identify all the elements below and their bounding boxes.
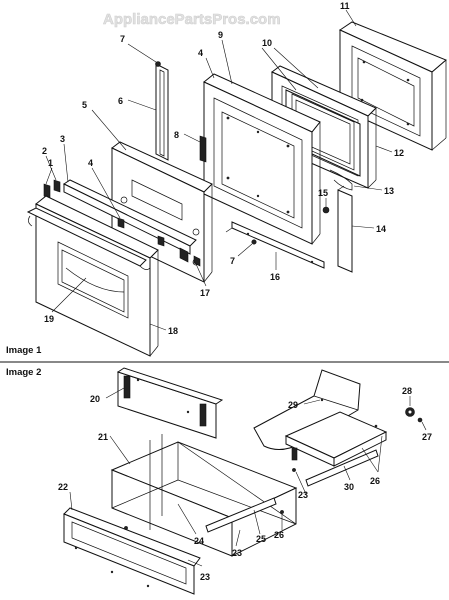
callout-17: 17 xyxy=(200,288,210,298)
part-9-door-liner xyxy=(203,73,321,245)
callout-25: 25 xyxy=(256,534,266,544)
callout-26-upper: 26 xyxy=(370,476,380,486)
part-1-end-cap xyxy=(43,183,51,199)
part-22-drawer-front xyxy=(63,507,201,595)
part-16-bottom-trim xyxy=(225,221,325,269)
part-7-screw-bottom xyxy=(251,239,257,245)
callout-23-bottom: 23 xyxy=(200,572,210,582)
callout-23-right: 23 xyxy=(298,490,308,500)
callout-1: 1 xyxy=(48,158,53,168)
callout-30: 30 xyxy=(344,482,354,492)
callout-15: 15 xyxy=(318,188,328,198)
callout-26-lower: 26 xyxy=(274,530,284,540)
callout-19: 19 xyxy=(44,314,54,324)
callout-24: 24 xyxy=(194,536,204,546)
callout-6: 6 xyxy=(118,96,123,106)
callout-28: 28 xyxy=(402,386,412,396)
part-23-screw-left xyxy=(124,526,128,530)
part-11-door-frame xyxy=(338,21,447,151)
part-29-drawer-side xyxy=(253,369,361,450)
part-13-hanger xyxy=(329,169,353,191)
callout-3: 3 xyxy=(60,134,65,144)
part-2-bracket xyxy=(53,179,61,193)
callout-9: 9 xyxy=(218,30,223,40)
callout-14: 14 xyxy=(376,224,386,234)
part-30-drawer-slide xyxy=(305,449,379,487)
part-17-handle-mount xyxy=(179,247,201,267)
callout-4-lower: 4 xyxy=(88,158,93,168)
leader-lines-image-2 xyxy=(69,387,427,567)
callout-5: 5 xyxy=(82,100,87,110)
callout-7-lower: 7 xyxy=(230,256,235,266)
part-7-screw-top xyxy=(155,61,161,67)
part-23-screw-right xyxy=(292,468,296,472)
callout-8: 8 xyxy=(174,130,179,140)
part-24-drawer-body xyxy=(110,434,298,557)
part-18-outer-door-panel xyxy=(35,195,159,357)
callout-12: 12 xyxy=(394,148,404,158)
part-23-screw-mid xyxy=(280,510,284,514)
callout-16: 16 xyxy=(270,272,280,282)
callout-20: 20 xyxy=(90,394,100,404)
part-20-drawer-back xyxy=(116,367,224,439)
callout-13: 13 xyxy=(384,186,394,196)
callout-21: 21 xyxy=(98,432,108,442)
part-6-side-trim xyxy=(155,63,169,161)
callout-4-upper: 4 xyxy=(198,48,203,58)
section-label-image-1: Image 1 xyxy=(6,345,42,356)
callout-23-middle: 23 xyxy=(232,548,242,558)
oven-door-assembly: 1 2 3 4 4 5 6 7 7 8 9 10 11 12 13 14 15 … xyxy=(6,1,447,357)
callout-10: 10 xyxy=(262,38,272,48)
callout-7-upper: 7 xyxy=(120,34,125,44)
callout-27: 27 xyxy=(422,432,432,442)
callout-29: 29 xyxy=(288,400,298,410)
part-26-drawer-bottom xyxy=(284,411,388,467)
part-28-glide xyxy=(405,407,415,417)
callout-11: 11 xyxy=(340,1,350,11)
part-19-handle xyxy=(26,207,151,270)
section-label-image-2: Image 2 xyxy=(6,367,41,378)
watermark-text: AppliancePartsPros.com xyxy=(103,11,281,28)
callout-22: 22 xyxy=(58,482,68,492)
part-14-side-panel xyxy=(337,185,353,273)
drawer-assembly: Image 2 xyxy=(6,367,432,595)
part-27-screw xyxy=(417,417,423,423)
leader-lines-image-1 xyxy=(45,9,393,331)
part-25-drawer-rail xyxy=(205,497,277,533)
part-15-screw xyxy=(322,198,330,214)
callout-2: 2 xyxy=(42,146,47,156)
callout-18: 18 xyxy=(168,326,178,336)
part-4-spacer xyxy=(117,217,165,247)
part-8-hinge xyxy=(199,135,207,163)
